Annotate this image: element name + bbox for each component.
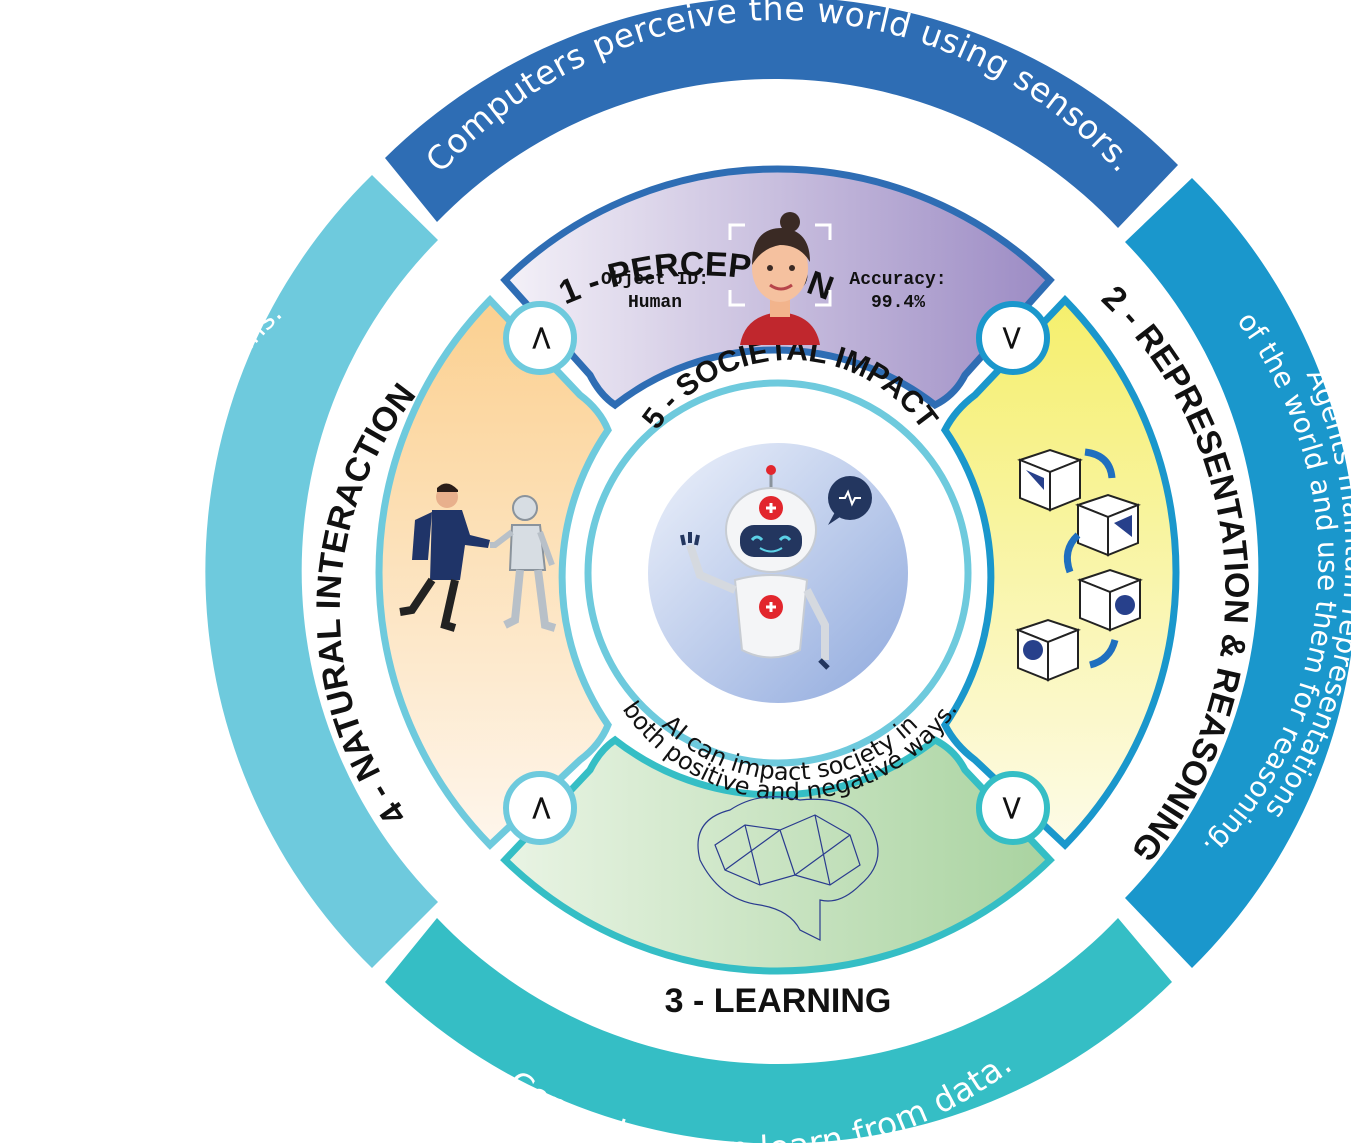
- representation-panel: [940, 294, 1180, 850]
- chevron-bottom-left: >: [503, 771, 577, 845]
- face-recognition-icon: [728, 212, 832, 345]
- interaction-band: [205, 175, 438, 968]
- chevron-icon: >: [521, 324, 561, 353]
- chevron-icon: >: [992, 324, 1032, 353]
- brain-network-icon: [697, 796, 879, 941]
- learning-title: 3 - LEARNING: [665, 982, 892, 1020]
- perception-band: [385, 0, 1178, 228]
- center-disc: [648, 443, 908, 703]
- medical-robot-icon: [680, 465, 872, 670]
- handshake-robot-icon: [399, 483, 557, 632]
- object-id-label: Object ID:: [601, 270, 709, 290]
- object-id-value: Human: [628, 293, 682, 313]
- learning-panel: [500, 735, 1055, 975]
- chevron-icon: >: [992, 794, 1032, 823]
- rotating-cubes-icon: [1015, 448, 1143, 682]
- chevron-icon: >: [521, 794, 561, 823]
- accuracy-label: Accuracy:: [849, 270, 946, 290]
- accuracy-value: 99.4%: [871, 293, 925, 313]
- chevron-bottom-right: >: [976, 771, 1050, 845]
- representation-band: [1125, 178, 1351, 968]
- learning-band: [385, 918, 1172, 1143]
- interaction-panel: [375, 294, 612, 850]
- chevron-top-right: >: [976, 301, 1050, 375]
- chevron-top-left: >: [503, 301, 577, 375]
